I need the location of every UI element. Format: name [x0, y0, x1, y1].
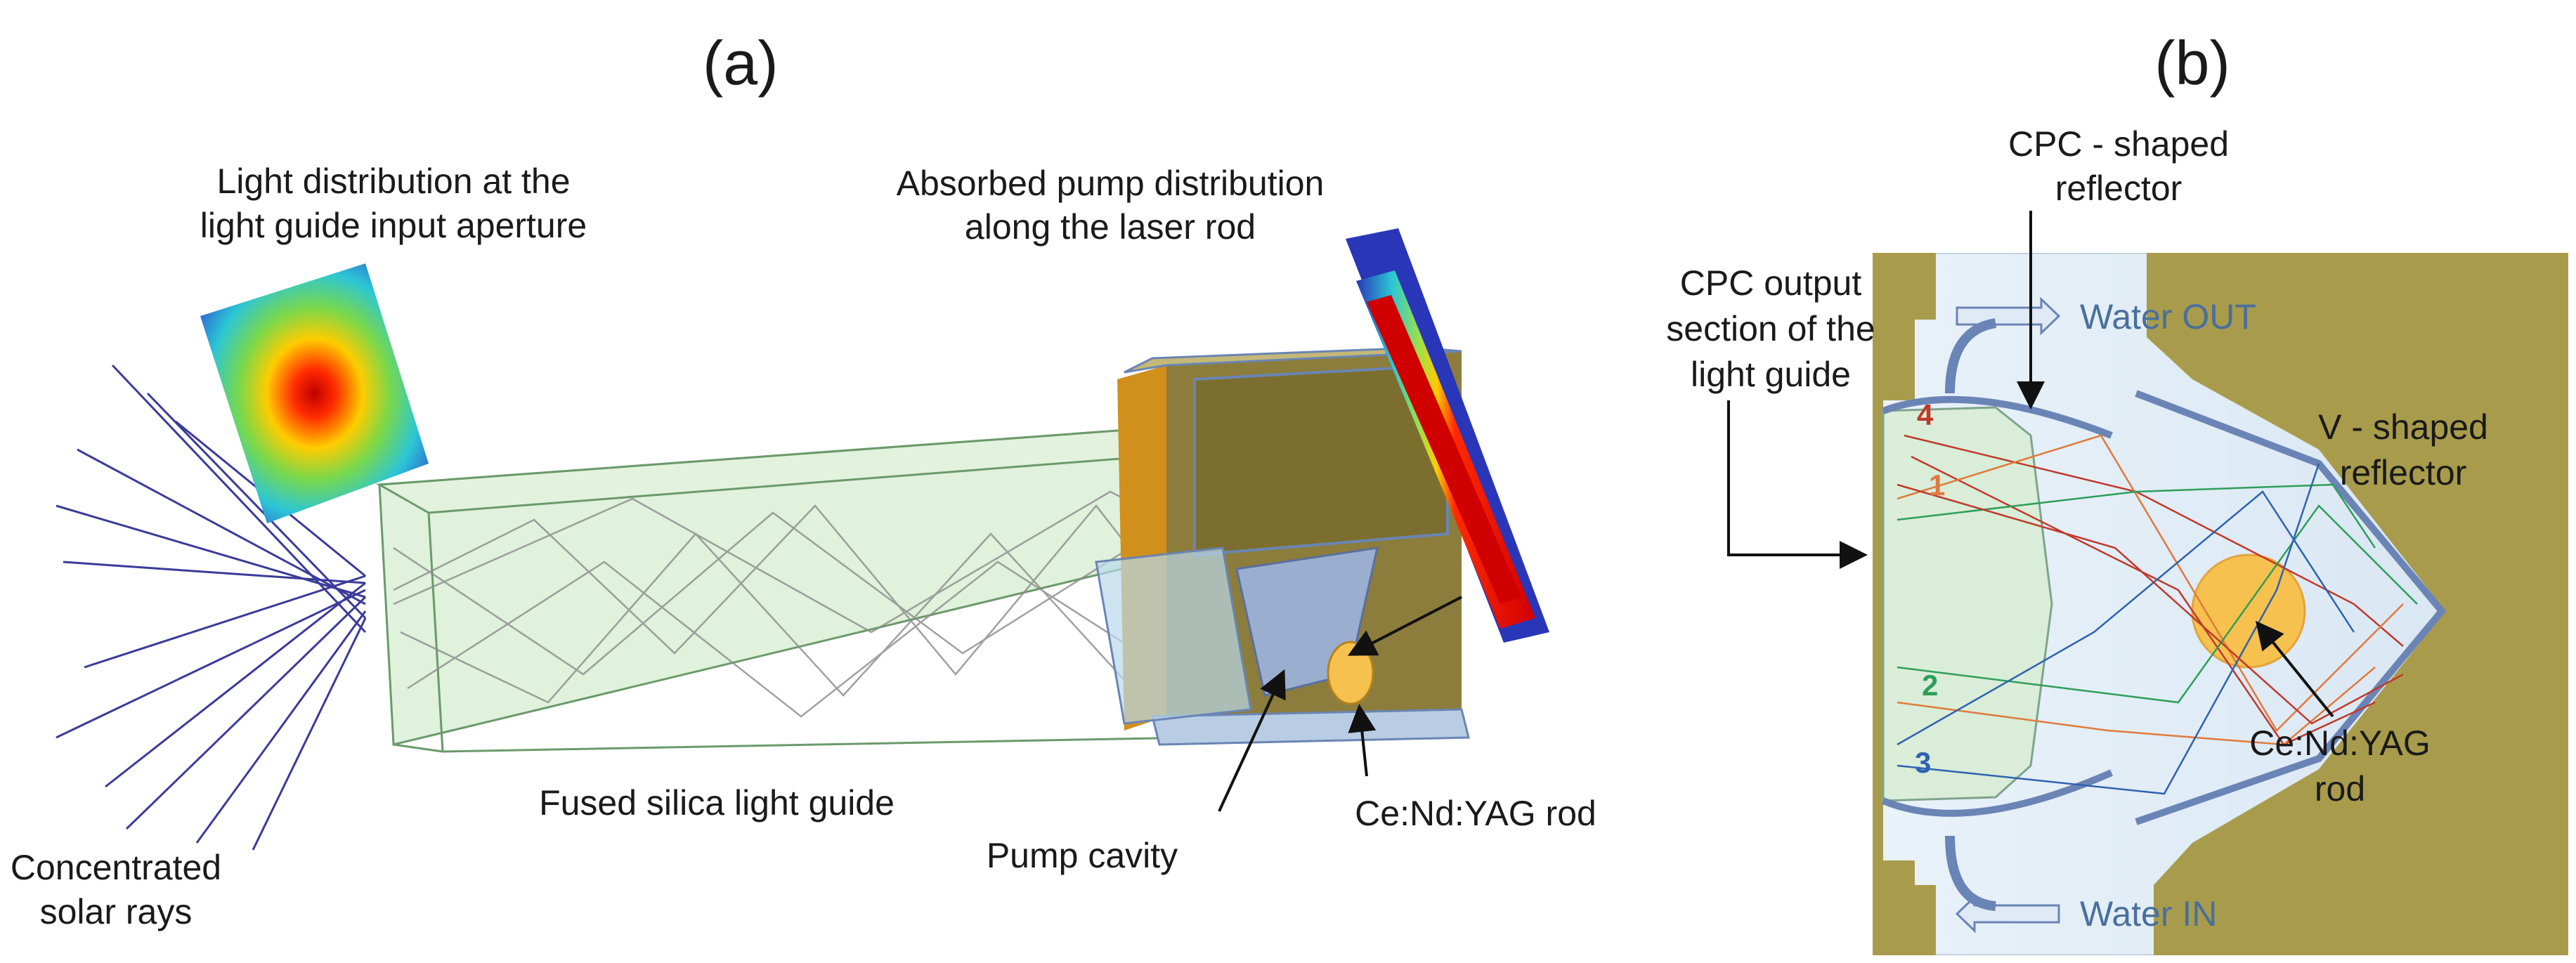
solar-rays — [56, 364, 367, 851]
cross-section — [1873, 253, 2568, 955]
absorbed-label-1: Absorbed pump distribution — [897, 164, 1325, 203]
light-distribution-label-1: Light distribution at the — [216, 162, 570, 201]
rod-label: Ce:Nd:YAG rod — [1355, 794, 1596, 833]
v-reflector-label-1: V - shaped — [2318, 407, 2488, 447]
cpc-output-label-3: light guide — [1691, 355, 1851, 394]
pump-cavity-block — [1095, 346, 1470, 746]
cpc-output-label-1: CPC output — [1680, 263, 1862, 303]
pump-cavity-arrow — [1218, 669, 1286, 812]
ray-number-4: 4 — [1917, 398, 1934, 431]
ray-number-3: 3 — [1915, 746, 1931, 779]
cpc-output-arrow — [1727, 400, 1868, 569]
solar-rays-label-1: Concentrated — [11, 848, 221, 887]
panel-b-label: (b) — [2154, 28, 2230, 98]
rod-arrow — [1348, 704, 1377, 777]
rod-b-label-1: Ce:Nd:YAG — [2249, 723, 2431, 763]
rod-b-label-2: rod — [2315, 769, 2365, 808]
water-in-label: Water IN — [2080, 894, 2217, 933]
pump-cavity-label: Pump cavity — [987, 836, 1178, 875]
light-guide-label: Fused silica light guide — [539, 783, 895, 823]
panel-a-label: (a) — [703, 28, 779, 98]
absorbed-label-2: along the laser rod — [965, 207, 1256, 247]
v-reflector-label-2: reflector — [2340, 453, 2467, 492]
cpc-reflector-label-2: reflector — [2055, 169, 2183, 208]
cpc-reflector-label-1: CPC - shaped — [2008, 124, 2229, 164]
rod-b-arrow — [2255, 620, 2334, 718]
ray-number-2: 2 — [1922, 669, 1938, 702]
light-distribution-label-2: light guide input aperture — [200, 206, 587, 245]
ray-number-1: 1 — [1929, 469, 1945, 502]
absorbed-arrow — [1347, 596, 1462, 656]
cpc-output-label-2: section of the — [1666, 309, 1875, 348]
absorbed-pump-map — [1346, 228, 1549, 643]
solar-rays-label-2: solar rays — [40, 892, 193, 931]
input-distribution-map — [200, 263, 429, 523]
water-out-label: Water OUT — [2080, 297, 2256, 336]
